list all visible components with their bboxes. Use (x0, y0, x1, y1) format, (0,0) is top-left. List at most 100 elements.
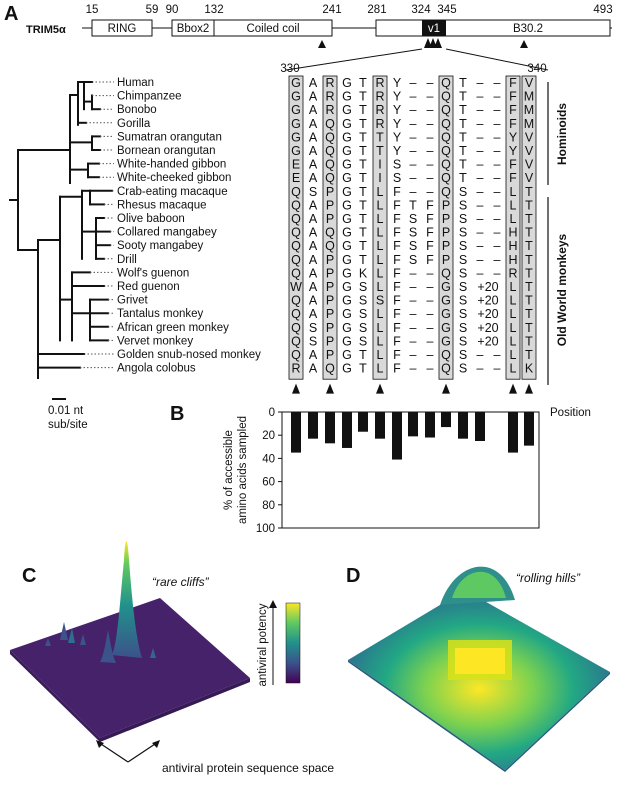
rolling-hills-landscape (348, 566, 610, 772)
residue: P (442, 226, 450, 240)
species-name: Rhesus macaque (117, 199, 207, 211)
residue: G (342, 212, 352, 226)
residue: – (494, 362, 501, 376)
residue: +20 (477, 307, 498, 321)
conserved-column-box (288, 75, 304, 380)
residue: – (494, 198, 501, 212)
residue: F (393, 362, 401, 376)
residue: T (359, 90, 367, 104)
residue: S (459, 362, 467, 376)
residue: F (393, 334, 401, 348)
residue: R (325, 90, 334, 104)
bar (375, 412, 385, 439)
colorbar-arrow (269, 600, 277, 608)
residue: F (393, 321, 401, 335)
residue: +20 (477, 334, 498, 348)
residue: G (342, 280, 352, 294)
bar (524, 412, 534, 446)
species-name: Collared mangabey (117, 227, 217, 239)
residue: Q (291, 185, 301, 199)
residue: S (309, 334, 317, 348)
residue: – (494, 253, 501, 267)
residue: Q (325, 158, 335, 172)
residue: – (477, 239, 484, 253)
bar (408, 412, 418, 437)
old-world-monkeys-label: Old World monkeys (555, 233, 569, 346)
residue: L (377, 307, 384, 321)
residue: F (393, 266, 401, 280)
residue: Y (509, 144, 518, 158)
residue: L (377, 198, 384, 212)
y-tick-label: 0 (269, 407, 275, 419)
residue: R (375, 117, 384, 131)
residue: S (309, 185, 317, 199)
residue: Q (441, 171, 451, 185)
residue: P (326, 294, 334, 308)
residue: – (410, 266, 417, 280)
residue: – (477, 130, 484, 144)
residue: V (525, 171, 534, 185)
residue: L (510, 185, 517, 199)
residue: T (459, 117, 467, 131)
residue: R (375, 76, 384, 90)
residue: – (410, 307, 417, 321)
residue: L (377, 348, 384, 362)
residue: Q (291, 198, 301, 212)
residue: Q (325, 130, 335, 144)
residue: Q (441, 348, 451, 362)
residue: S (409, 212, 417, 226)
residue: G (291, 144, 301, 158)
residue: I (378, 171, 381, 185)
residue: – (410, 362, 417, 376)
bar-chart-y-label-1: % of accessible (223, 430, 235, 510)
residue: E (292, 171, 300, 185)
residue: S (309, 321, 317, 335)
residue: L (510, 321, 517, 335)
residue: A (309, 130, 318, 144)
residue: G (291, 90, 301, 104)
domain-b302 (375, 19, 611, 37)
residue: Q (325, 239, 335, 253)
residue: V (525, 130, 534, 144)
species-name: Grivet (117, 295, 148, 307)
selected-site-arrow (326, 383, 334, 394)
residue: A (309, 307, 318, 321)
residue: M (524, 90, 534, 104)
residue: – (410, 185, 417, 199)
bar (308, 412, 318, 439)
residue: M (524, 117, 534, 131)
residue: L (377, 253, 384, 267)
residue: A (309, 280, 318, 294)
residue: H (508, 253, 517, 267)
residue: – (427, 280, 434, 294)
residue: Y (393, 90, 402, 104)
domain-bbox2-label: Bbox2 (177, 23, 210, 35)
residue: – (494, 226, 501, 240)
sequence-space-arrow-left (96, 740, 104, 748)
residue: A (309, 171, 318, 185)
bar (508, 412, 518, 453)
residue: G (342, 76, 352, 90)
residue: Q (291, 334, 301, 348)
residue: A (309, 103, 318, 117)
residue: T (359, 212, 367, 226)
tick-241: 241 (322, 4, 341, 16)
residue: – (477, 362, 484, 376)
bar (291, 412, 301, 453)
residue: S (459, 253, 467, 267)
residue: P (442, 212, 450, 226)
residue: T (359, 362, 367, 376)
bar-chart-y-label-2: amino acids sampled (237, 416, 249, 524)
alignment-start-position: 330 (280, 63, 299, 75)
residue: – (494, 130, 501, 144)
residue: Y (509, 130, 518, 144)
residue: T (359, 253, 367, 267)
residue: P (326, 185, 334, 199)
panel-b-label: B (170, 403, 184, 425)
residue: – (427, 76, 434, 90)
residue: – (410, 348, 417, 362)
residue: G (342, 266, 352, 280)
residue: R (325, 76, 334, 90)
selected-site-arrow (509, 383, 517, 394)
